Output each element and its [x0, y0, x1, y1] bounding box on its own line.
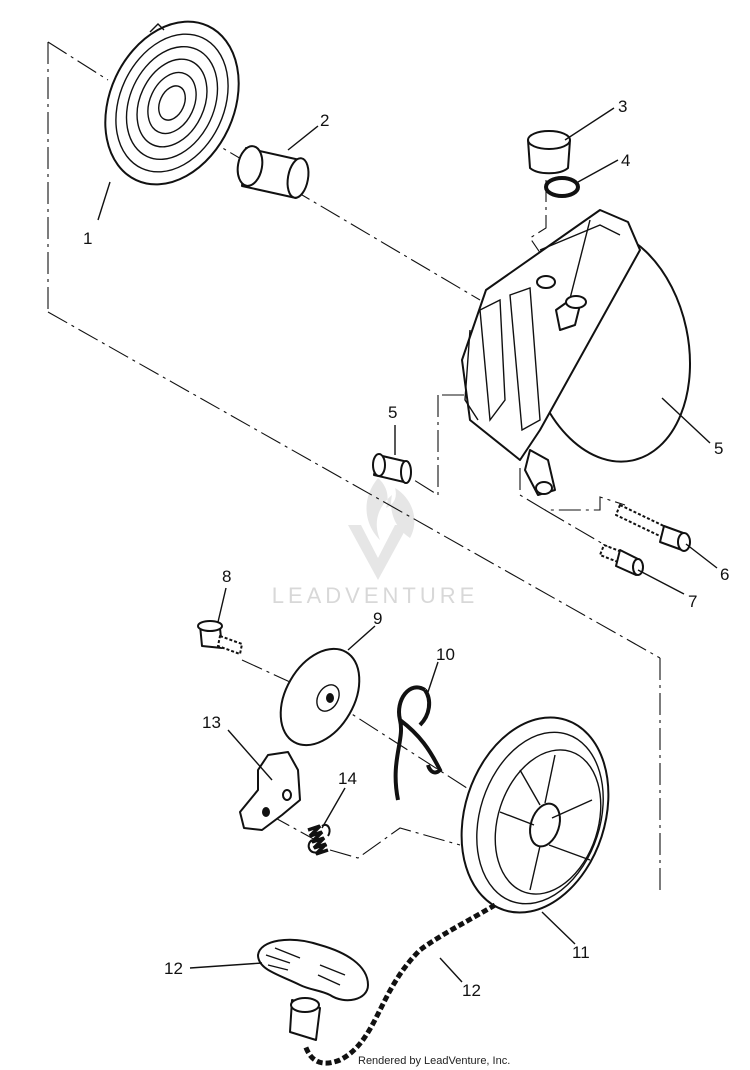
washer [544, 176, 580, 198]
long-bolt [615, 504, 691, 552]
callout-12-rope: 12 [462, 981, 481, 1000]
callout-14: 14 [338, 769, 357, 788]
callout-10: 10 [436, 645, 455, 664]
callout-12-handle: 12 [164, 959, 183, 978]
watermark-logo [348, 478, 415, 580]
starter-rope [302, 902, 497, 1066]
callout-3: 3 [618, 97, 627, 116]
callout-5-housing: 5 [714, 439, 723, 458]
callout-13: 13 [202, 713, 221, 732]
cap-plug [527, 130, 571, 175]
bushing [236, 145, 310, 199]
sleeve [372, 453, 412, 484]
recoil-spring [104, 20, 240, 186]
ratchet-pawl [239, 751, 301, 831]
callout-1: 1 [83, 229, 92, 248]
credit-text: Rendered by LeadVenture, Inc. [358, 1055, 510, 1067]
callout-9: 9 [373, 609, 382, 628]
starter-handle [257, 938, 369, 1041]
callout-8: 8 [222, 567, 231, 586]
callout-2: 2 [320, 111, 329, 130]
flange-bolt [197, 620, 243, 655]
rope-pulley [460, 716, 610, 914]
watermark-text: LEADVENTURE [272, 583, 479, 608]
callout-7: 7 [688, 592, 697, 611]
wire-clip [393, 685, 443, 801]
short-bolt [599, 544, 644, 576]
friction-plate [279, 647, 361, 747]
callout-5-sleeve: 5 [388, 403, 397, 422]
callout-11: 11 [572, 943, 590, 962]
starter-housing [461, 209, 692, 496]
pawl-spring [307, 824, 331, 856]
leader-lines [97, 107, 718, 983]
callout-6: 6 [720, 565, 729, 584]
callout-4: 4 [621, 151, 630, 170]
